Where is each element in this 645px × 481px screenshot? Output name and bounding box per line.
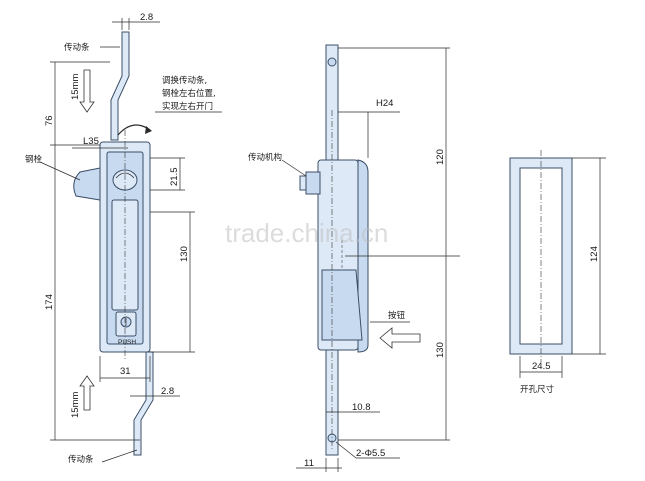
note-line-2: 钢栓左右位置, — [162, 88, 216, 99]
stroke-indicators: 15mm 15mm — [70, 69, 95, 418]
stroke-bottom-label: 15mm — [70, 392, 81, 418]
label-drive-bar-top: 传动条 — [64, 42, 90, 53]
dim-10-8: 10.8 — [352, 402, 371, 413]
up-arrow-icon — [79, 375, 95, 411]
label-button: 按钮 — [388, 310, 406, 321]
note-line-3: 实现左右开门 — [162, 101, 213, 112]
watermark: trade.china.cn — [225, 218, 388, 248]
side-dimensions: H24 120 130 10.8 2-Φ5.5 11 — [296, 47, 460, 472]
dim-21-5: 21.5 — [169, 168, 180, 187]
dim-2-8-top: 2.8 — [140, 12, 153, 23]
dim-130-side: 130 — [435, 342, 446, 358]
stroke-top-label: 15mm — [70, 74, 81, 100]
dim-hole-diameter: 2-Φ5.5 — [356, 448, 385, 459]
down-arrow-icon — [79, 69, 95, 113]
side-mechanism — [305, 171, 321, 195]
top-drive-bar — [110, 31, 130, 141]
mechanism-nut — [299, 175, 307, 191]
label-steel-bolt: 钢栓 — [25, 154, 43, 165]
front-dimensions: 2.8 76 174 L35 21.5 130 31 2.8 — [44, 12, 195, 441]
note-line-1: 调换传动条, — [162, 75, 207, 86]
front-callouts: 传动条 钢栓 传动条 调换传动条, 钢栓左右位置, 实现左右开门 — [25, 42, 222, 465]
steel-bolt — [73, 167, 101, 201]
side-view — [299, 44, 421, 456]
dim-h24: H24 — [376, 98, 393, 109]
front-view: PUSH — [73, 31, 154, 456]
dim-120: 120 — [435, 149, 446, 165]
push-direction-arrow-icon — [379, 327, 421, 349]
top-mount-hole — [327, 57, 337, 67]
dim-2-8-bottom: 2.8 — [161, 386, 174, 397]
side-push-button — [321, 269, 363, 341]
label-drive-bar-bottom: 传动条 — [68, 454, 94, 465]
dim-130-front: 130 — [179, 246, 190, 262]
side-callouts: 传动机构 按钮 — [248, 152, 410, 323]
dim-24-5: 24.5 — [532, 361, 551, 372]
label-mechanism: 传动机构 — [248, 152, 282, 163]
dim-l35: L35 — [83, 136, 99, 147]
label-cutout-size: 开孔尺寸 — [520, 384, 555, 395]
cutout-view: 124 24.5 开孔尺寸 — [509, 150, 606, 395]
rotate-arrowhead-icon — [145, 126, 152, 134]
dim-124: 124 — [589, 246, 600, 262]
push-label: PUSH — [118, 339, 136, 346]
dim-174: 174 — [44, 294, 55, 310]
dim-11: 11 — [304, 458, 314, 469]
knob-curve — [115, 172, 135, 179]
dim-76: 76 — [44, 115, 55, 126]
dim-31: 31 — [120, 366, 131, 377]
